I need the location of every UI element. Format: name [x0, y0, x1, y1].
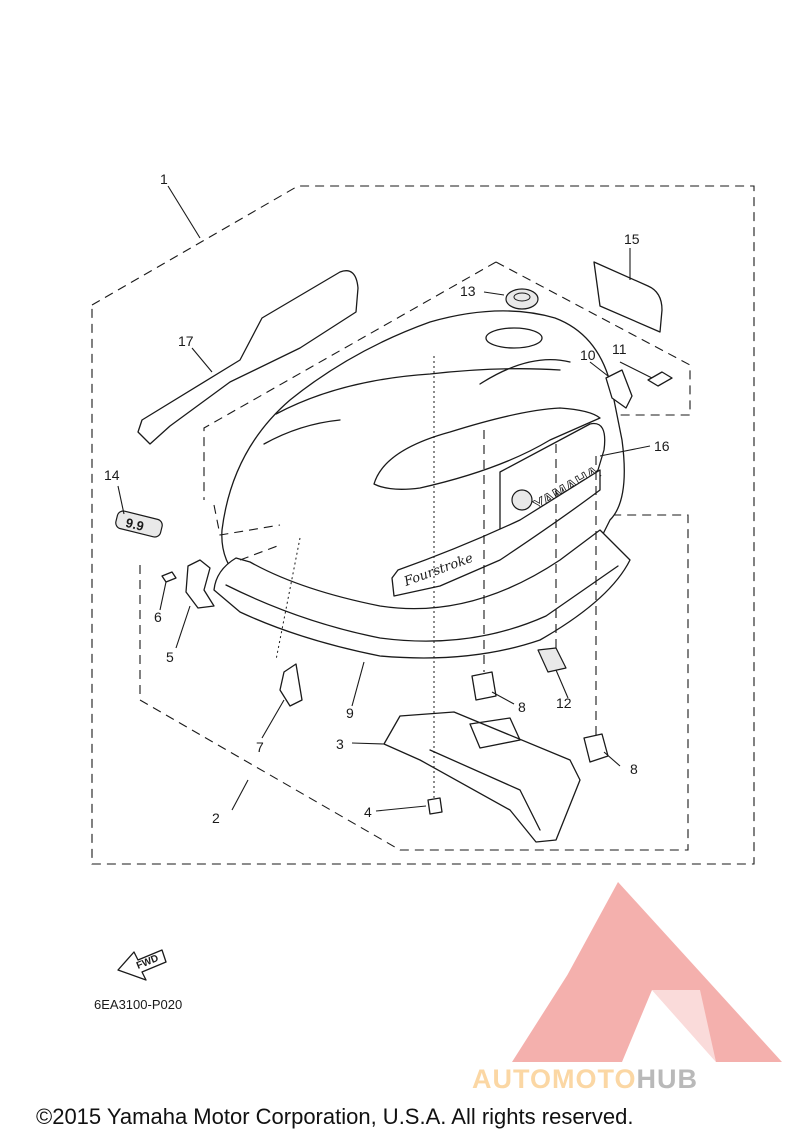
- part-15-plate: [593, 261, 663, 333]
- callout-16: 16: [654, 438, 670, 454]
- automotohub-logo: [512, 882, 782, 1062]
- part-7-latch: [279, 663, 303, 707]
- part-6-screw: [161, 571, 177, 583]
- callout-5: 5: [166, 649, 174, 665]
- part-11-screw: [647, 371, 673, 387]
- callout-1: 1: [160, 171, 168, 187]
- part-14-badge: [115, 510, 163, 538]
- part-9-seal: [213, 529, 631, 659]
- badge-text: 9.9: [124, 515, 145, 534]
- callout-2: 2: [212, 810, 220, 826]
- group-boundary-2: [139, 514, 689, 851]
- watermark-text-part1: AUTOMOTO: [472, 1064, 637, 1094]
- part-10-bracket: [605, 369, 633, 409]
- part-5-hook: [185, 559, 215, 609]
- diagram-code: 6EA3100-P020: [94, 997, 182, 1012]
- part-13-grommet: [505, 288, 539, 310]
- callout-13: 13: [460, 283, 476, 299]
- callout-9: 9: [346, 705, 354, 721]
- copyright-notice: ©2015 Yamaha Motor Corporation, U.S.A. A…: [36, 1104, 633, 1129]
- callout-6: 6: [154, 609, 162, 625]
- callout-4: 4: [364, 804, 372, 820]
- callout-12: 12: [556, 695, 572, 711]
- callout-8a: 8: [518, 699, 526, 715]
- yamaha-emblem-icon: [511, 489, 533, 511]
- part-4-screw: [427, 797, 443, 815]
- fourstroke-decal: [391, 469, 601, 597]
- callout-14: 14: [104, 467, 120, 483]
- callout-15: 15: [624, 231, 640, 247]
- callout-8b: 8: [630, 761, 638, 777]
- watermark-text-part2: HUB: [637, 1064, 699, 1094]
- part-3-handle: [383, 711, 581, 843]
- watermark-text: AUTOMOTOHUB: [472, 1064, 698, 1094]
- part-12-clip: [537, 647, 567, 673]
- callout-3: 3: [336, 736, 344, 752]
- callout-10: 10: [580, 347, 596, 363]
- cowl-opening: [485, 327, 543, 349]
- callout-7: 7: [256, 739, 264, 755]
- group-boundary-1: [91, 185, 755, 865]
- part-17-side-panel: [137, 270, 359, 445]
- part-8-damper-a: [471, 671, 497, 701]
- watermark-logo-shape: [512, 882, 782, 1062]
- callout-11: 11: [612, 341, 627, 357]
- part-8-damper-b: [583, 733, 609, 763]
- callout-17: 17: [178, 333, 194, 349]
- fwd-arrow-icon: FWD: [117, 949, 167, 981]
